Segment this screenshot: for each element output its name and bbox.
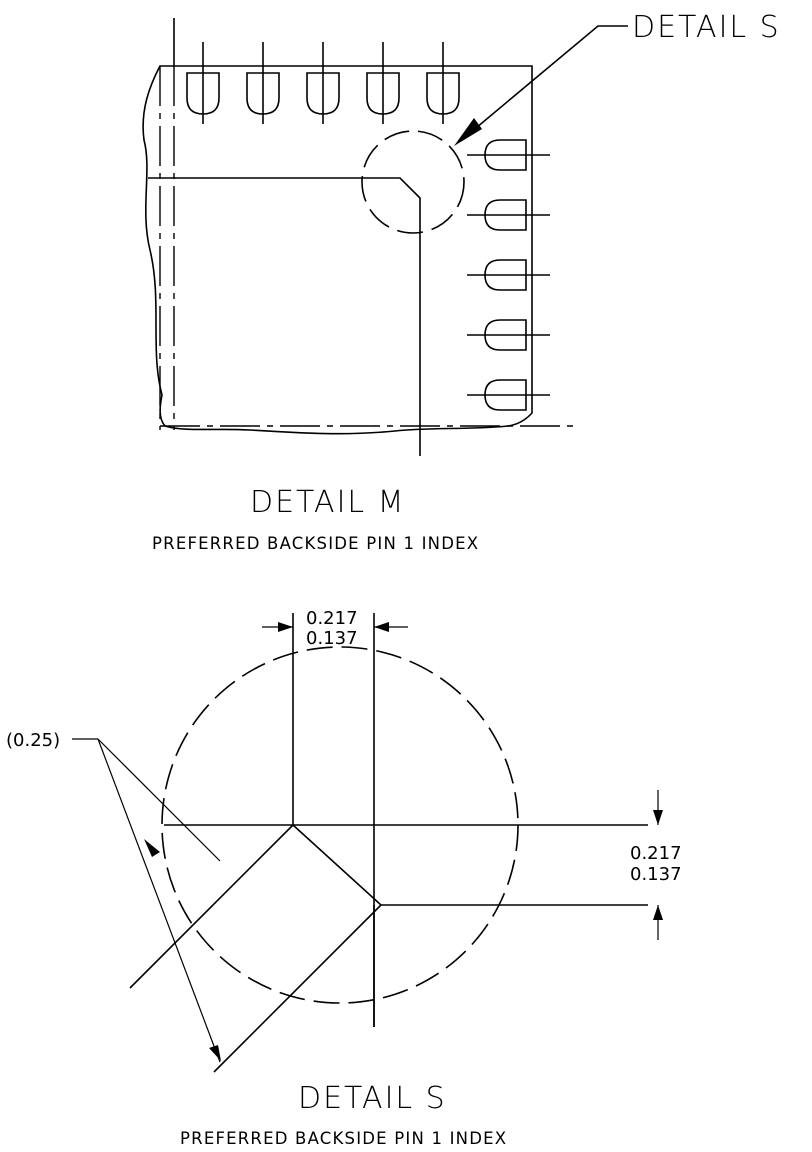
top-pins (186, 42, 460, 124)
detail-s-title: DETAIL S (298, 1081, 447, 1116)
right-pins (467, 139, 550, 411)
width-arrowhead-right (374, 622, 389, 632)
chamfer-dim-diagonal (97, 738, 221, 862)
width-dim-min: 0.137 (306, 628, 358, 649)
pin-right-1 (467, 139, 550, 171)
height-arrowhead-bottom (653, 905, 663, 920)
chamfer-dim-line (97, 738, 221, 1063)
pin-right-4 (467, 319, 550, 351)
width-arrowhead-left (278, 622, 293, 632)
detail-s-leader (463, 25, 628, 139)
detail-s-view: (0.25) 0.217 0.137 0.217 0.137 DETAIL S … (6, 608, 682, 1148)
leader-arrowhead (454, 118, 482, 146)
package-outline (142, 65, 533, 435)
pin-right-3 (467, 259, 550, 291)
chamfer-arrow-lower (209, 1045, 221, 1061)
height-dim-min: 0.137 (630, 864, 682, 885)
pin-top-1 (186, 42, 220, 124)
chamfer-dim-label: (0.25) (6, 730, 60, 751)
height-dim-max: 0.217 (630, 843, 682, 864)
detail-s-callout-label: DETAIL S (632, 10, 781, 45)
chamfer-extension-upper (129, 824, 294, 989)
height-arrowhead-top (653, 810, 663, 825)
pin-top-3 (306, 42, 340, 124)
pin-right-5 (467, 379, 550, 411)
pin-top-2 (246, 42, 280, 124)
detail-m-subtitle: PREFERRED BACKSIDE PIN 1 INDEX (152, 534, 479, 553)
detail-m-view: DETAIL S DETAIL M PREFERRED BACKSIDE PIN… (142, 10, 781, 553)
width-dim-max: 0.217 (306, 608, 358, 629)
pad-chamfer (292, 824, 382, 906)
chamfer-extension-lower (213, 904, 382, 1073)
pin-top-5 (426, 42, 460, 124)
detail-s-subtitle: PREFERRED BACKSIDE PIN 1 INDEX (180, 1129, 507, 1148)
pin-top-4 (366, 42, 400, 124)
detail-m-title: DETAIL M (250, 485, 406, 520)
pin-right-2 (467, 199, 550, 231)
detail-s-circle (361, 130, 465, 234)
chamfer-arrow-upper (144, 839, 160, 857)
thermal-pad-edge (148, 177, 421, 456)
